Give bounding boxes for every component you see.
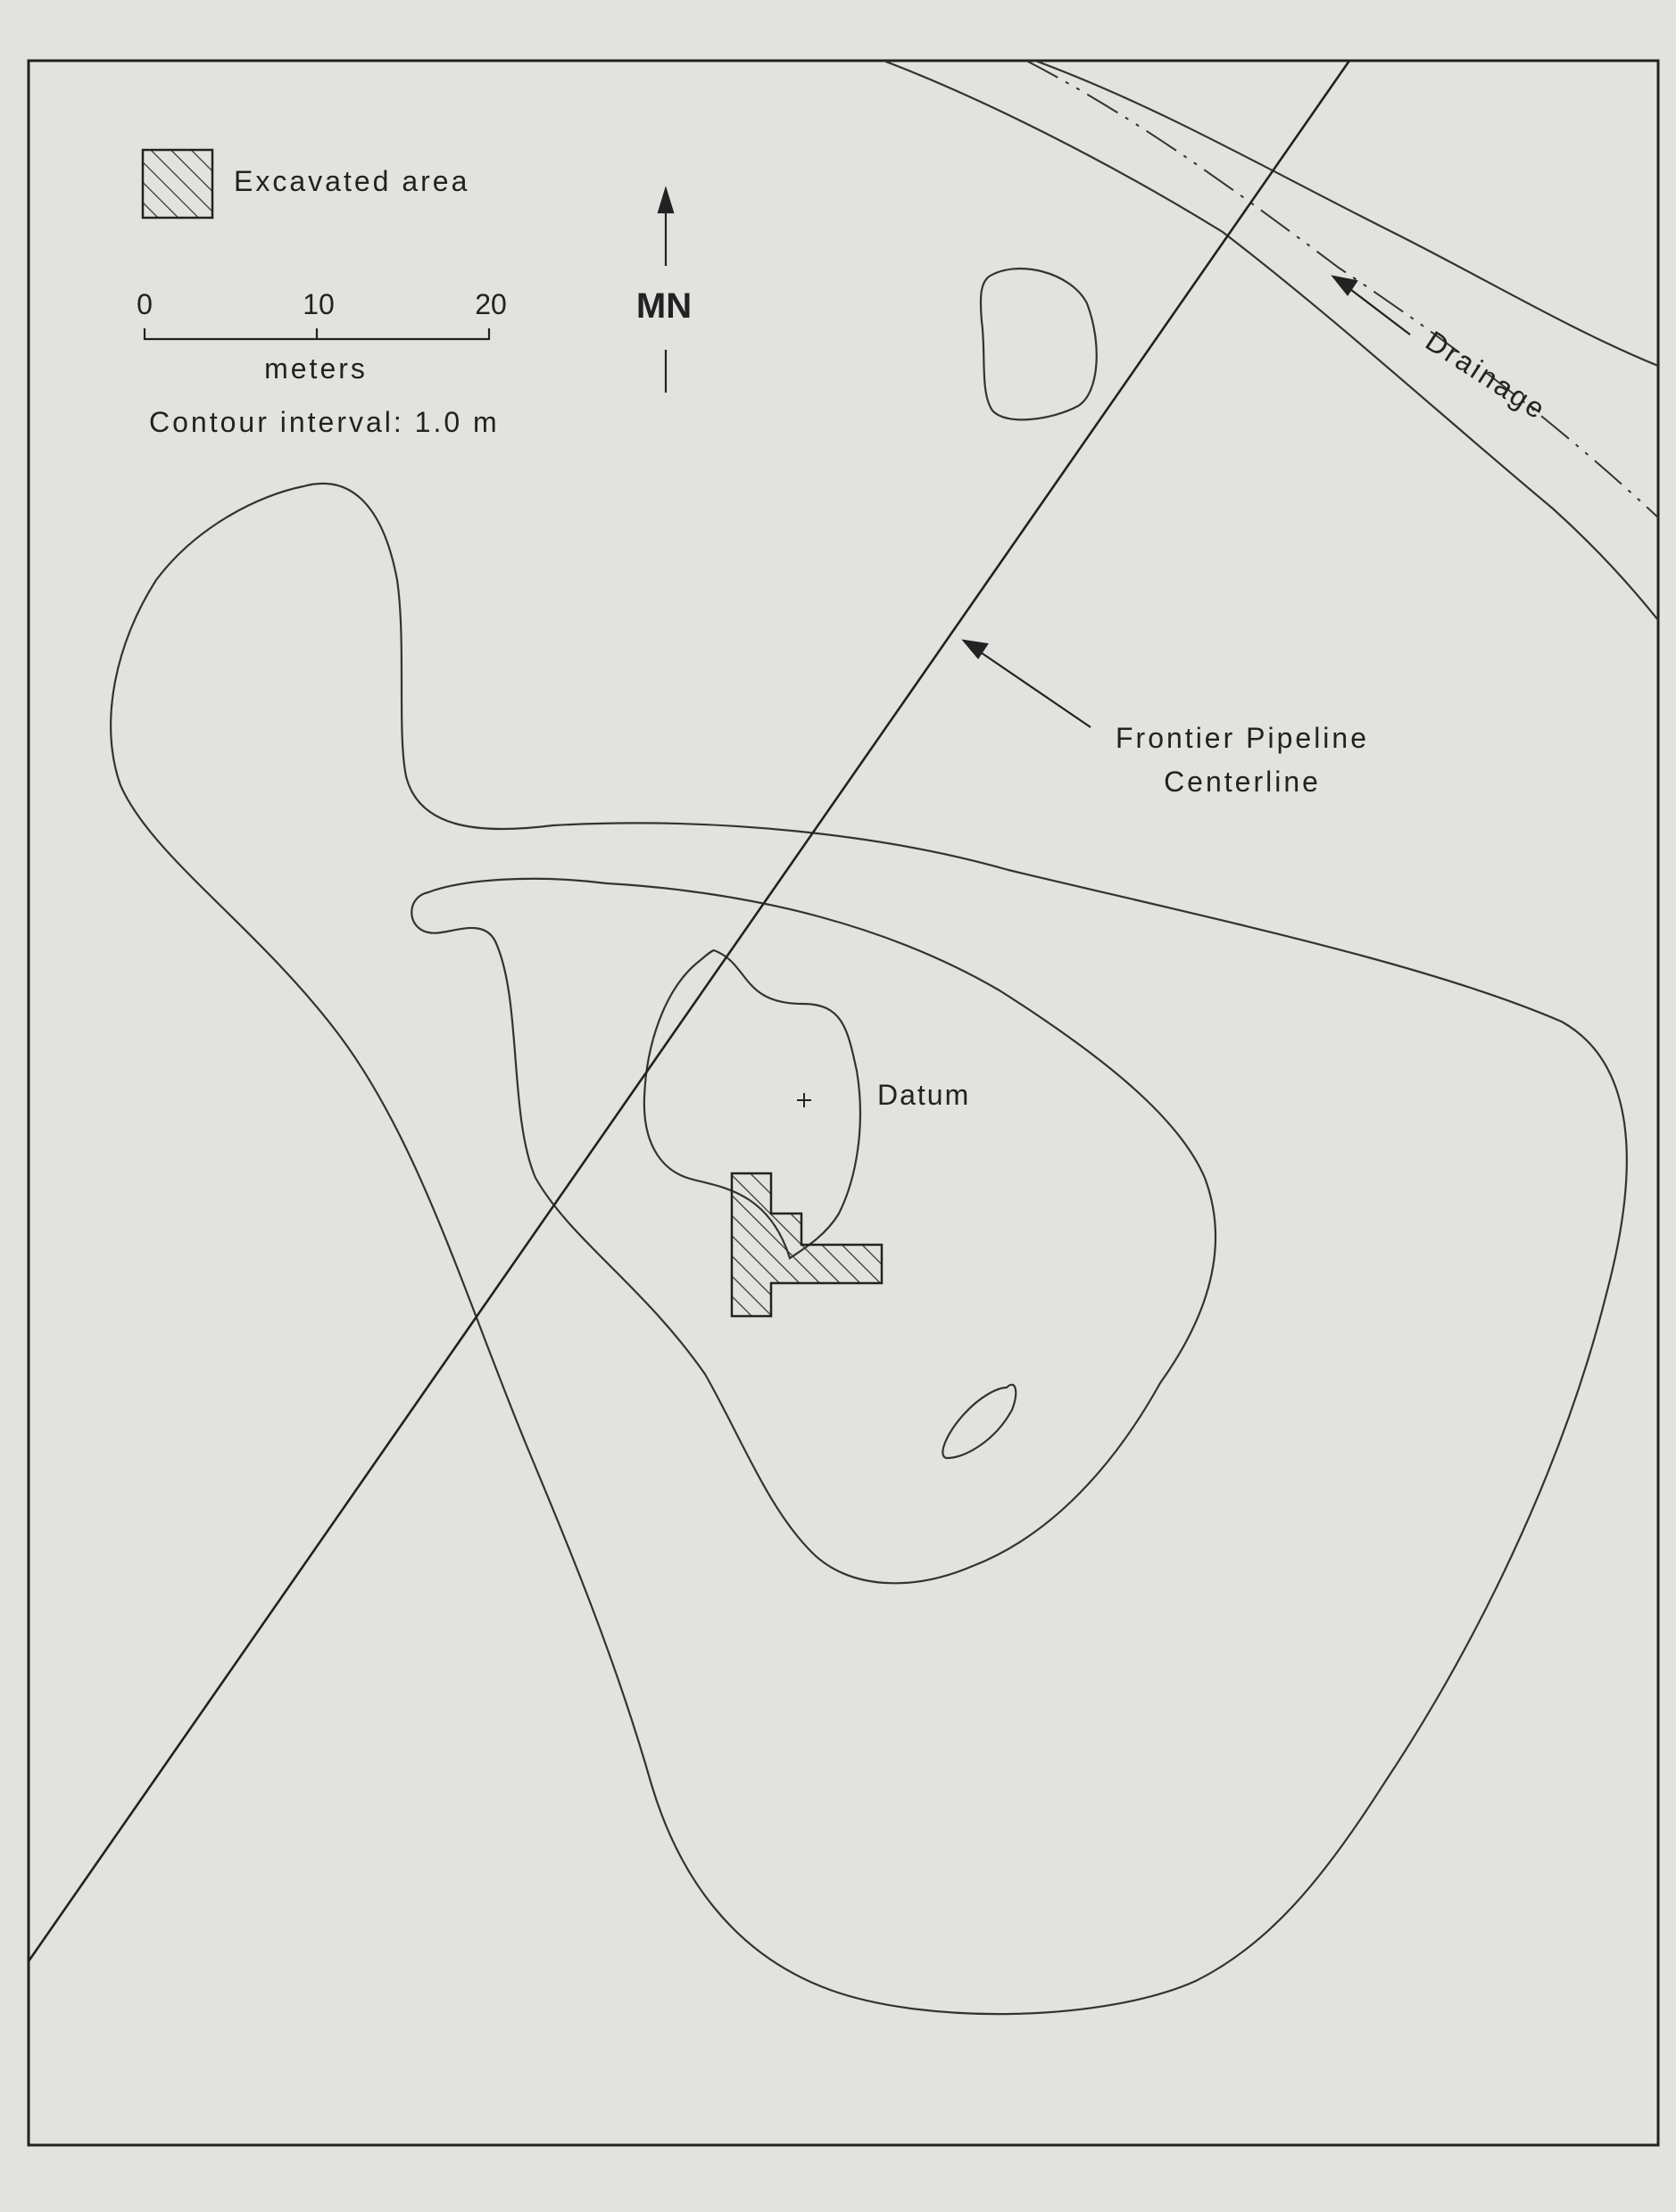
drainage-arrow — [1331, 275, 1411, 336]
legend-excavated-label: Excavated area — [234, 165, 469, 197]
map-frame — [27, 59, 1660, 2147]
outer-contour — [110, 482, 1628, 2016]
knoll-contour — [979, 268, 1098, 421]
scale-unit: meters — [264, 352, 368, 385]
scale-tick-0: 0 — [137, 288, 153, 320]
datum-marker — [797, 1093, 811, 1107]
middle-contour — [411, 877, 1217, 1585]
scale-tick-10: 10 — [303, 288, 335, 320]
pipeline-label-line2: Centerline — [1164, 766, 1321, 798]
north-arrow-icon — [657, 186, 675, 393]
north-label: MN — [636, 286, 692, 326]
legend-excavated-swatch — [141, 148, 214, 220]
oval-contour — [942, 1383, 1017, 1460]
drainage-bank-upper — [1034, 61, 1658, 368]
scale-tick-20: 20 — [475, 288, 507, 320]
contour-interval-note: Contour interval: 1.0 m — [149, 406, 500, 438]
pipeline-label-line1: Frontier Pipeline — [1116, 722, 1369, 754]
scale-bar — [143, 328, 491, 341]
drainage-centerline — [1025, 61, 1658, 518]
pipeline-arrow — [961, 639, 1091, 728]
pipeline-centerline — [29, 61, 1351, 1962]
drainage-label: Drainage — [1420, 325, 1553, 427]
datum-label: Datum — [877, 1079, 970, 1111]
drainage-bank-lower — [883, 61, 1658, 621]
excavated-area — [730, 1172, 884, 1318]
